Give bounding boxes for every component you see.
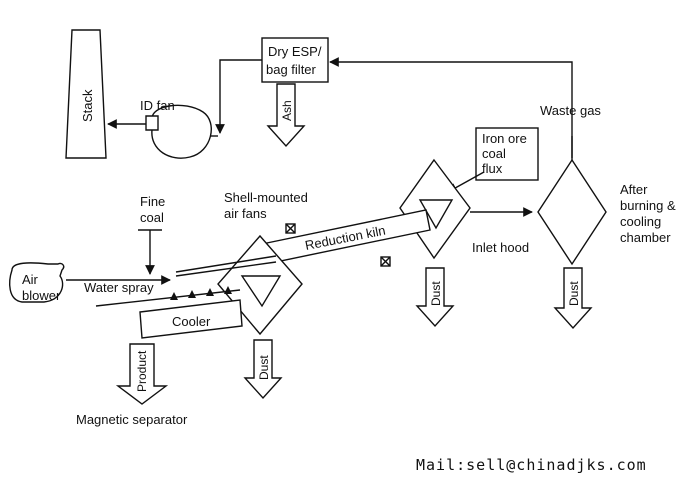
dust-label-3: Dust	[567, 281, 581, 306]
waste-gas-label: Waste gas	[540, 103, 601, 118]
after-burning-label-line2: burning &	[620, 198, 676, 213]
magnetic-separator-label: Magnetic separator	[76, 412, 188, 427]
air-blower-label-line2: blower	[22, 288, 61, 303]
waste-gas-to-esp-arrow	[329, 57, 573, 158]
coal-lance-line-2	[175, 261, 277, 277]
fine-coal-label-line1: Fine	[140, 194, 165, 209]
dust-outlet-chamber: Dust	[553, 267, 593, 330]
product-label: Product	[135, 350, 149, 392]
coal-lance-line-1	[175, 255, 277, 273]
dust-label-1: Dust	[257, 355, 271, 380]
id-fan-label: ID fan	[140, 98, 175, 113]
cooler: Cooler	[139, 299, 243, 339]
feed-materials-box: Iron ore coal flux	[475, 127, 539, 181]
after-burning-label-line4: chamber	[620, 230, 671, 245]
inlet-hood: Inlet hood	[399, 158, 529, 260]
water-spray-line	[95, 289, 241, 307]
water-spray-label: Water spray	[84, 280, 154, 295]
dry-esp-label-line2: bag filter	[266, 62, 317, 77]
iron-ore-label-line1: Iron ore	[482, 131, 527, 146]
iron-ore-label-line2: coal	[482, 146, 506, 161]
stack: Stack	[65, 29, 107, 159]
after-burning-cooling-chamber: After burning & cooling chamber	[537, 158, 676, 266]
ash-label: Ash	[280, 100, 294, 121]
air-blower: Air blower	[9, 262, 65, 303]
inlet-hood-label: Inlet hood	[472, 240, 529, 255]
shell-fans-label-line2: air fans	[224, 206, 267, 221]
contact-mail: Mail:sell@chinadjks.com	[416, 456, 647, 474]
reduction-kiln: Reduction kiln	[261, 209, 431, 267]
id-fan: ID fan	[140, 98, 212, 159]
iron-ore-label-line3: flux	[482, 161, 503, 176]
shell-fans-label-line1: Shell-mounted	[224, 190, 308, 205]
fine-coal-label-line2: coal	[140, 210, 164, 225]
after-burning-label-line3: cooling	[620, 214, 661, 229]
after-burning-label-line1: After	[620, 182, 648, 197]
esp-to-fan-arrow	[215, 59, 262, 134]
dust-outlet-discharge-hood: Dust	[243, 339, 283, 400]
dust-label-2: Dust	[429, 281, 443, 306]
ash-outlet: Ash	[266, 83, 306, 148]
dry-esp-label-line1: Dry ESP/	[268, 44, 322, 59]
spray-nozzles	[170, 286, 232, 300]
dry-esp-bag-filter: Dry ESP/ bag filter	[261, 37, 329, 83]
dust-outlet-inlet-hood: Dust	[415, 267, 455, 328]
cooler-label: Cooler	[172, 314, 211, 329]
product-outlet: Product	[115, 343, 169, 405]
air-blower-label-line1: Air	[22, 272, 39, 287]
stack-label: Stack	[80, 89, 95, 122]
